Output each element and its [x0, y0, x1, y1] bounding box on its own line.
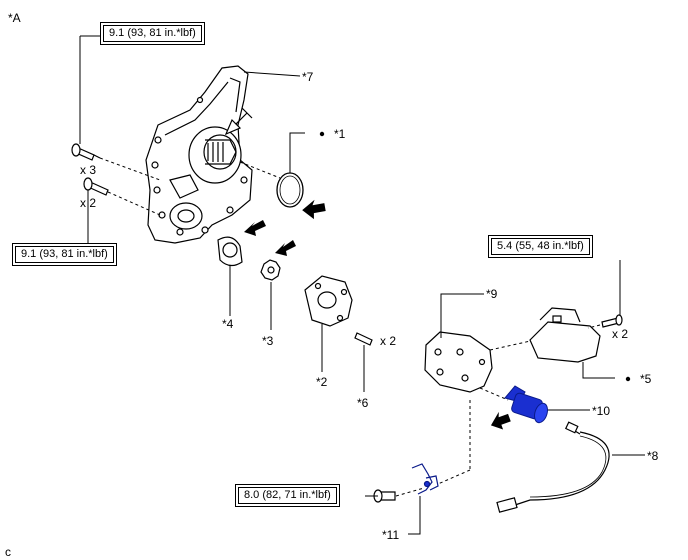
label-part-10: *10 [592, 404, 610, 418]
label-part-2: *2 [316, 375, 328, 389]
leader-11 [408, 496, 421, 535]
hollow-arrow-icon [224, 107, 253, 136]
outer-rotor-part-4 [217, 236, 243, 267]
fill-arrow-icon [244, 220, 266, 236]
leader-5 [582, 362, 615, 379]
bolt-upper [71, 143, 101, 161]
bullet-dot-icon [625, 376, 631, 382]
fill-arrow-icon [302, 199, 326, 220]
clamp-part-11 [411, 463, 439, 495]
label-part-9: *9 [486, 287, 498, 301]
pin-part-6 [354, 332, 373, 346]
torque-spec-box: 9.1 (93, 81 in.*lbf) [12, 243, 117, 266]
leader-9 [440, 293, 484, 338]
fill-arrow-icon [275, 240, 296, 256]
torque-spec-box: 5.4 (55, 48 in.*lbf) [488, 235, 593, 258]
qty-bolts-upper: x 3 [80, 163, 96, 177]
valve-body-part-9 [424, 331, 493, 393]
label-part-4: *4 [222, 317, 234, 331]
qty-pins: x 2 [380, 334, 396, 348]
torque-spec-text: 5.4 (55, 48 in.*lbf) [491, 238, 590, 255]
label-part-11: *11 [382, 528, 399, 542]
leader-1 [289, 132, 305, 173]
pump-body-part-2 [304, 275, 353, 327]
inner-rotor-part-3 [260, 259, 281, 281]
label-part-8: *8 [647, 449, 659, 463]
label-part-1: *1 [334, 127, 346, 141]
screw-right [601, 314, 623, 328]
bullet-dot-icon [319, 131, 325, 137]
label-part-7: *7 [302, 70, 314, 84]
qty-screws-right: x 2 [612, 327, 628, 341]
leader-7 [243, 71, 301, 77]
label-part-5: *5 [640, 372, 652, 386]
solenoid-part-10 [504, 385, 548, 424]
o-ring-part-1 [276, 172, 304, 208]
label-part-6: *6 [357, 396, 369, 410]
housing-part-7 [145, 65, 253, 244]
torque-spec-box: 8.0 (82, 71 in.*lbf) [235, 484, 340, 507]
footer-code: c [5, 545, 11, 559]
torque-spec-text: 9.1 (93, 81 in.*lbf) [103, 25, 202, 42]
fill-arrow-icon [490, 411, 511, 430]
torque-spec-text: 9.1 (93, 81 in.*lbf) [15, 246, 114, 263]
view-label: *A [8, 11, 21, 25]
dashed-line-bolt-upper [99, 157, 161, 181]
cover-part-5 [529, 307, 601, 363]
torque-spec-box: 9.1 (93, 81 in.*lbf) [100, 22, 205, 45]
label-part-3: *3 [262, 334, 274, 348]
sensor-wire-part-8 [496, 421, 610, 513]
torque-spec-text: 8.0 (82, 71 in.*lbf) [238, 487, 337, 504]
